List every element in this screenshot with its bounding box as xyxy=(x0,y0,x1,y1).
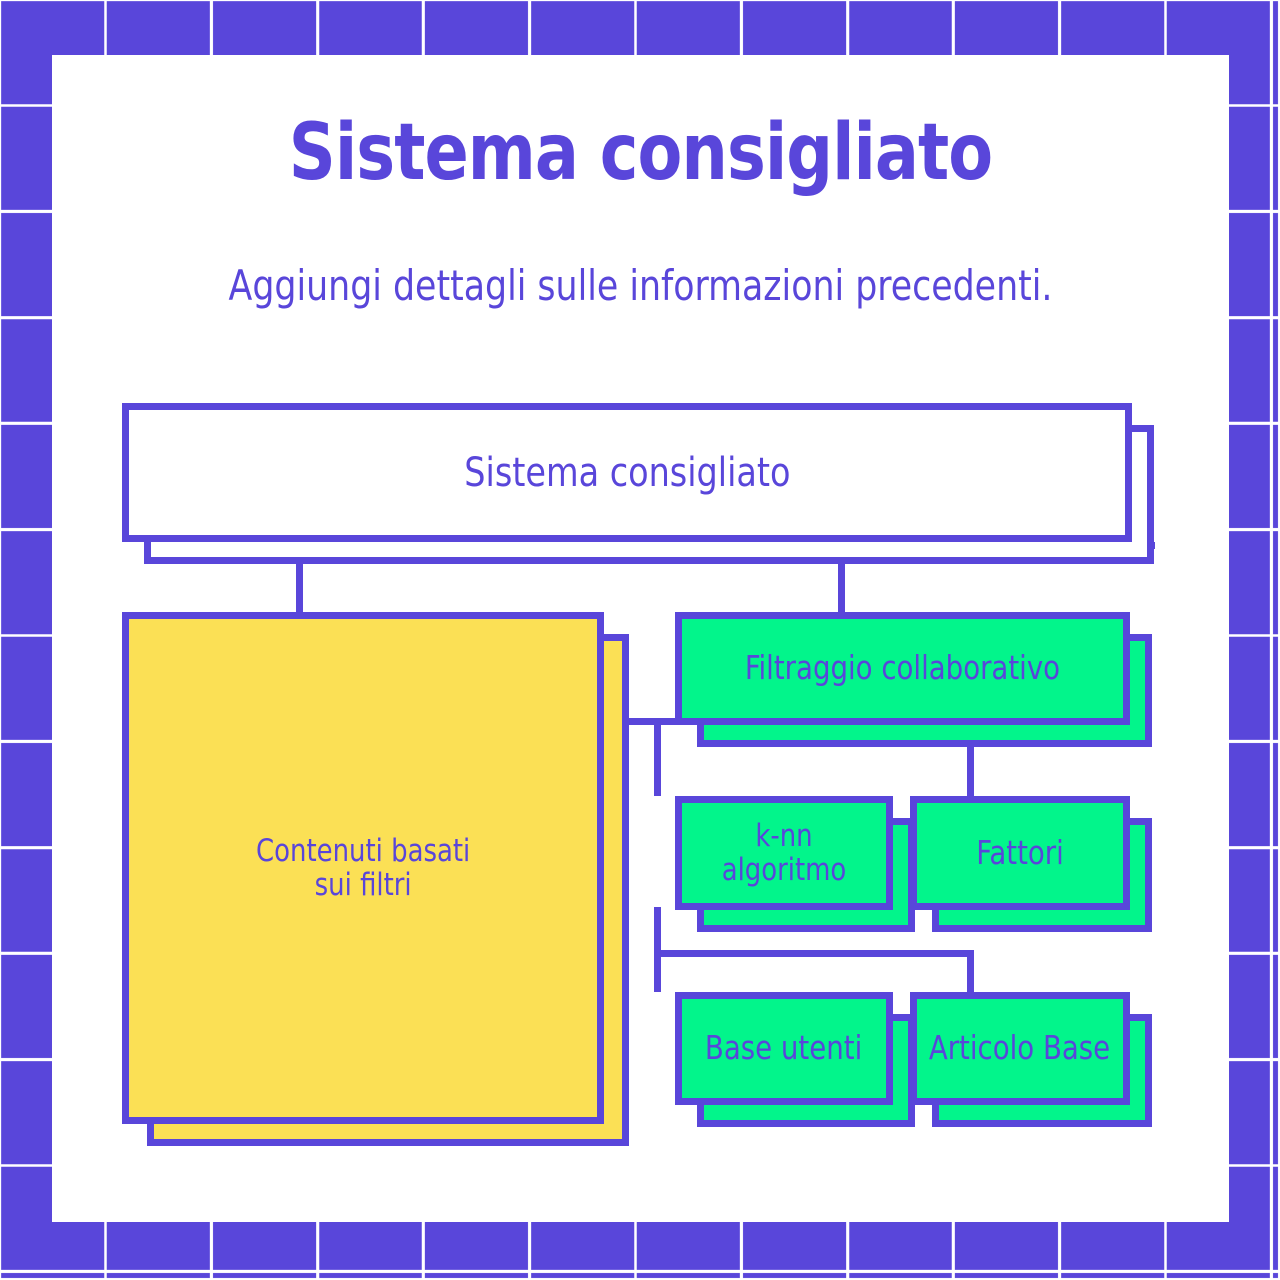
user-base-node[interactable]: Base utenti xyxy=(675,992,893,1105)
content-based-node[interactable]: Contenuti basati sui filtri xyxy=(122,612,604,1124)
connector-knn-stem xyxy=(654,907,661,957)
collaborative-node[interactable]: Filtraggio collaborativo xyxy=(675,612,1130,725)
page-title: Sistema consigliato xyxy=(288,108,993,198)
root-node[interactable]: Sistema consigliato xyxy=(122,403,1132,542)
connector-root-left-drop xyxy=(296,542,303,612)
connector-collab-left-drop xyxy=(654,718,661,796)
page-subtitle: Aggiungi dettagli sulle informazioni pre… xyxy=(228,261,1053,310)
user-base-node-label: Base utenti xyxy=(705,1028,863,1068)
connector-knn-spine xyxy=(654,950,974,957)
connector-knn-right-drop xyxy=(967,950,974,992)
factors-node-label: Fattori xyxy=(976,832,1064,872)
factors-node[interactable]: Fattori xyxy=(910,796,1130,910)
collaborative-node-label: Filtraggio collaborativo xyxy=(744,648,1061,688)
knn-node[interactable]: k-nn algoritmo xyxy=(675,796,893,910)
connector-knn-left-drop xyxy=(654,950,661,992)
content-card: Sistema consigliato Aggiungi dettagli su… xyxy=(52,55,1229,1222)
connector-collab-right-drop xyxy=(967,718,974,796)
root-node-label: Sistema consigliato xyxy=(463,449,791,496)
connector-root-right-drop xyxy=(838,542,845,612)
item-base-node-label: Articolo Base xyxy=(929,1028,1111,1068)
item-base-node[interactable]: Articolo Base xyxy=(910,992,1130,1105)
knn-node-label: k-nn algoritmo xyxy=(721,817,847,888)
content-based-node-label: Contenuti basati sui filtri xyxy=(255,832,471,903)
